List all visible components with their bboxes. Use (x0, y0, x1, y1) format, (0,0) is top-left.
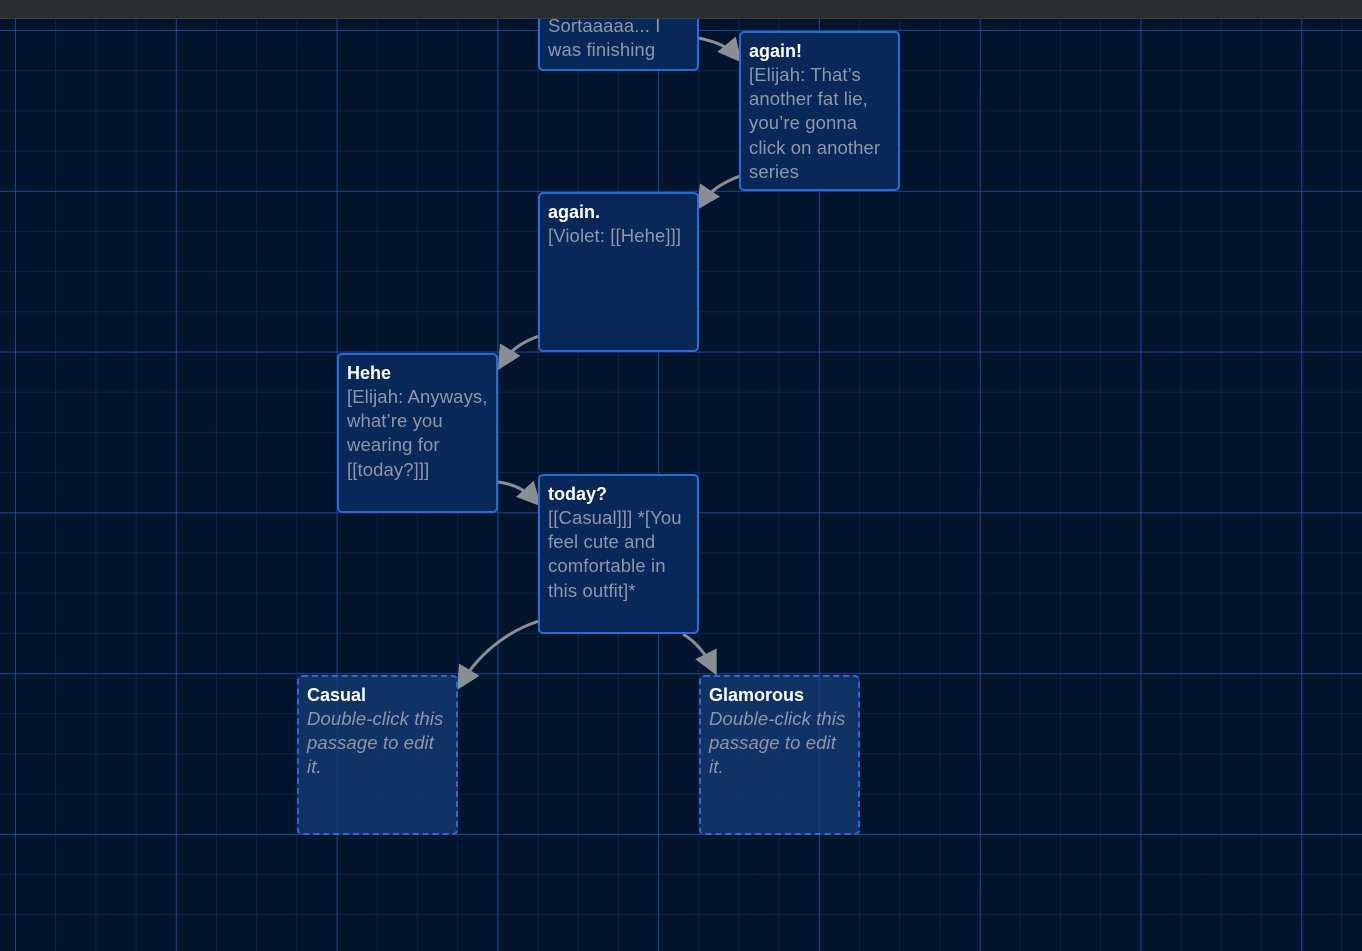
passage-title: Glamorous (709, 685, 805, 705)
passage-placeholder: Double-click this passage to edit it. (307, 708, 444, 778)
passage-excerpt: [Elijah: That’s another fat lie, you’re … (749, 64, 881, 182)
passage-title: Casual (307, 685, 367, 705)
passage-title: Hehe (347, 363, 392, 383)
passage-card-again-period[interactable]: again. [Violet: [[Hehe]]] (538, 192, 699, 352)
passage-title: today? (548, 484, 608, 504)
window-title-bar (0, 0, 1362, 19)
passage-title: again! (749, 41, 803, 61)
passage-card-glamorous[interactable]: Glamorous Double-click this passage to e… (699, 675, 860, 835)
passage-excerpt: Sortaaaaa... I was finishing (548, 15, 661, 61)
passage-placeholder: Double-click this passage to edit it. (709, 708, 846, 778)
passage-excerpt: [Elijah: Anyways, what’re you wearing fo… (347, 386, 488, 480)
passage-excerpt: [Violet: [[Hehe]]] (548, 225, 682, 246)
passage-card-today[interactable]: today? [[Casual]]] *[You feel cute and c… (538, 474, 699, 634)
passage-card-hehe[interactable]: Hehe [Elijah: Anyways, what’re you weari… (337, 353, 498, 513)
passage-excerpt: [[Casual]]] *[You feel cute and comforta… (548, 507, 682, 601)
passage-title: again. (548, 202, 601, 222)
passage-card-casual[interactable]: Casual Double-click this passage to edit… (297, 675, 458, 835)
passage-card-again-exclaim[interactable]: again! [Elijah: That’s another fat lie, … (739, 31, 900, 191)
